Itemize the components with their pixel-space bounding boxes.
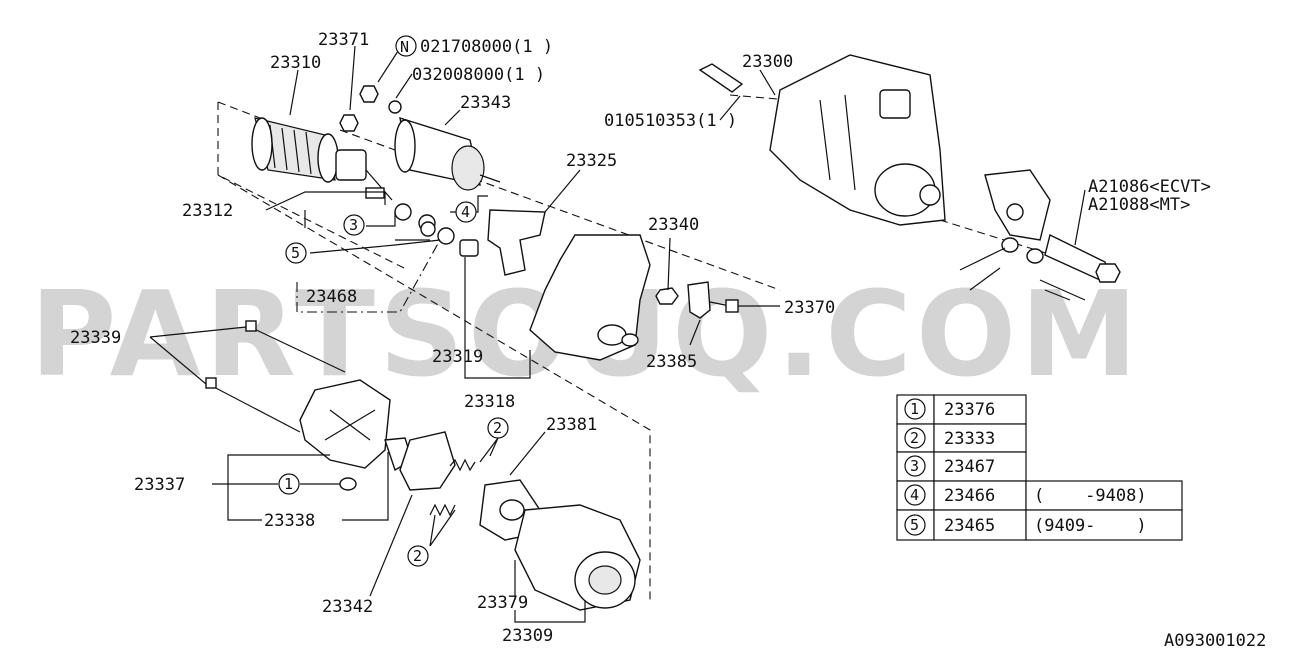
- callout-4-text[interactable]: 4: [461, 203, 470, 221]
- legend-part[interactable]: 23467: [944, 457, 995, 477]
- hatch-lines: [959, 247, 1086, 301]
- leader: [464, 257, 531, 379]
- leader: [544, 169, 581, 213]
- label-23371[interactable]: 23371: [318, 30, 369, 50]
- leader: [395, 73, 413, 99]
- label-23325[interactable]: 23325: [566, 151, 617, 171]
- bushing-23376[interactable]: [339, 477, 357, 491]
- leader: [1074, 189, 1086, 246]
- legend-num: 1: [910, 400, 919, 418]
- leader: [479, 437, 499, 463]
- starter-assembly-23300[interactable]: [769, 54, 1051, 264]
- label-23339[interactable]: 23339: [70, 328, 121, 348]
- label-23379[interactable]: 23379: [477, 593, 528, 613]
- diagram-code: A093001022: [1164, 631, 1266, 651]
- callout-4-circle: [455, 201, 477, 223]
- leader: [759, 69, 776, 96]
- n-marker-circle: [395, 35, 417, 57]
- legend-part[interactable]: 23333: [944, 429, 995, 449]
- callout-3-circle: [343, 214, 365, 236]
- bracket-23385[interactable]: [687, 281, 711, 319]
- leader: [265, 191, 386, 228]
- label-23385[interactable]: 23385: [646, 352, 697, 372]
- through-bolt-23339[interactable]: [205, 320, 346, 433]
- bolt-010510353[interactable]: [698, 63, 744, 93]
- leader: [444, 109, 461, 126]
- bolt-A21086[interactable]: [1044, 233, 1121, 283]
- label-23309[interactable]: 23309: [502, 626, 553, 646]
- brush-holder-23342[interactable]: [384, 431, 456, 491]
- solenoid-23343[interactable]: [394, 116, 501, 191]
- armature-part[interactable]: [251, 117, 393, 201]
- label-23337[interactable]: 23337: [134, 475, 185, 495]
- leader: [429, 509, 456, 547]
- label-23340[interactable]: 23340: [648, 215, 699, 235]
- leader: [342, 452, 389, 521]
- label-23300[interactable]: 23300: [742, 52, 793, 72]
- label-032008000[interactable]: 032008000(1 ): [412, 65, 545, 85]
- axis-line: [729, 94, 791, 101]
- legend-part[interactable]: 23466: [944, 486, 995, 506]
- label-23343[interactable]: 23343: [460, 93, 511, 113]
- leader: [689, 319, 701, 346]
- leader: [309, 239, 441, 254]
- legend-note: ( -9408): [1034, 486, 1147, 506]
- callout-1-text[interactable]: 1: [284, 475, 293, 493]
- leader: [349, 45, 356, 111]
- callout-2b-text[interactable]: 2: [413, 547, 422, 565]
- callout-2a-circle: [487, 417, 509, 439]
- rear-cover[interactable]: [299, 379, 391, 469]
- leader: [149, 326, 247, 385]
- callout-5-circle: [285, 242, 307, 264]
- leader: [377, 47, 401, 83]
- leader: [719, 95, 741, 121]
- washer-group[interactable]: [394, 203, 479, 257]
- nut-23340[interactable]: [655, 287, 679, 305]
- legend-num: 4: [910, 486, 919, 504]
- callout-2b-circle: [407, 545, 429, 567]
- lever-fork-23325[interactable]: [487, 209, 546, 276]
- front-housing[interactable]: [529, 234, 651, 361]
- label-23468[interactable]: 23468: [306, 287, 357, 307]
- axis-line: [939, 219, 1101, 271]
- legend-table: 1 2 3 4 5 23376 23333 23467 23466 23465 …: [896, 394, 1183, 541]
- label-23370[interactable]: 23370: [784, 298, 835, 318]
- label-A21088[interactable]: A21088<MT>: [1088, 195, 1190, 215]
- label-23319[interactable]: 23319: [432, 347, 483, 367]
- label-23342[interactable]: 23342: [322, 597, 373, 617]
- spring-23333[interactable]: [429, 458, 476, 517]
- label-23338[interactable]: 23338: [264, 511, 315, 531]
- leader: [369, 494, 413, 597]
- yoke-23379[interactable]: [514, 504, 641, 611]
- legend-num: 3: [910, 457, 919, 475]
- callout-3-text[interactable]: 3: [349, 216, 358, 234]
- legend-note: (9409- ): [1034, 516, 1147, 536]
- leader: [514, 560, 586, 623]
- frame-line: [217, 101, 261, 119]
- callout-2a-text[interactable]: 2: [493, 419, 502, 437]
- label-010510353[interactable]: 010510353(1 ): [604, 111, 737, 131]
- label-23318[interactable]: 23318: [464, 392, 515, 412]
- callout-1-circle: [278, 473, 300, 495]
- leader: [667, 237, 671, 291]
- legend-num: 2: [910, 429, 919, 447]
- leader: [296, 239, 441, 313]
- label-23381[interactable]: 23381: [546, 415, 597, 435]
- leader: [289, 69, 299, 116]
- label-A21086[interactable]: A21086<ECVT>: [1088, 177, 1211, 197]
- legend-part[interactable]: 23376: [944, 400, 995, 420]
- nut-23371[interactable]: [339, 85, 402, 132]
- leader: [212, 454, 340, 521]
- callout-5-text[interactable]: 5: [291, 244, 300, 262]
- label-021708000[interactable]: 021708000(1 ): [420, 37, 553, 57]
- legend-part[interactable]: 23465: [944, 516, 995, 536]
- frame-line: [217, 174, 651, 600]
- label-23310[interactable]: 23310: [270, 53, 321, 73]
- n-marker-text: N: [400, 38, 409, 56]
- label-23312[interactable]: 23312: [182, 201, 233, 221]
- legend-num: 5: [910, 516, 919, 534]
- leader: [509, 431, 546, 476]
